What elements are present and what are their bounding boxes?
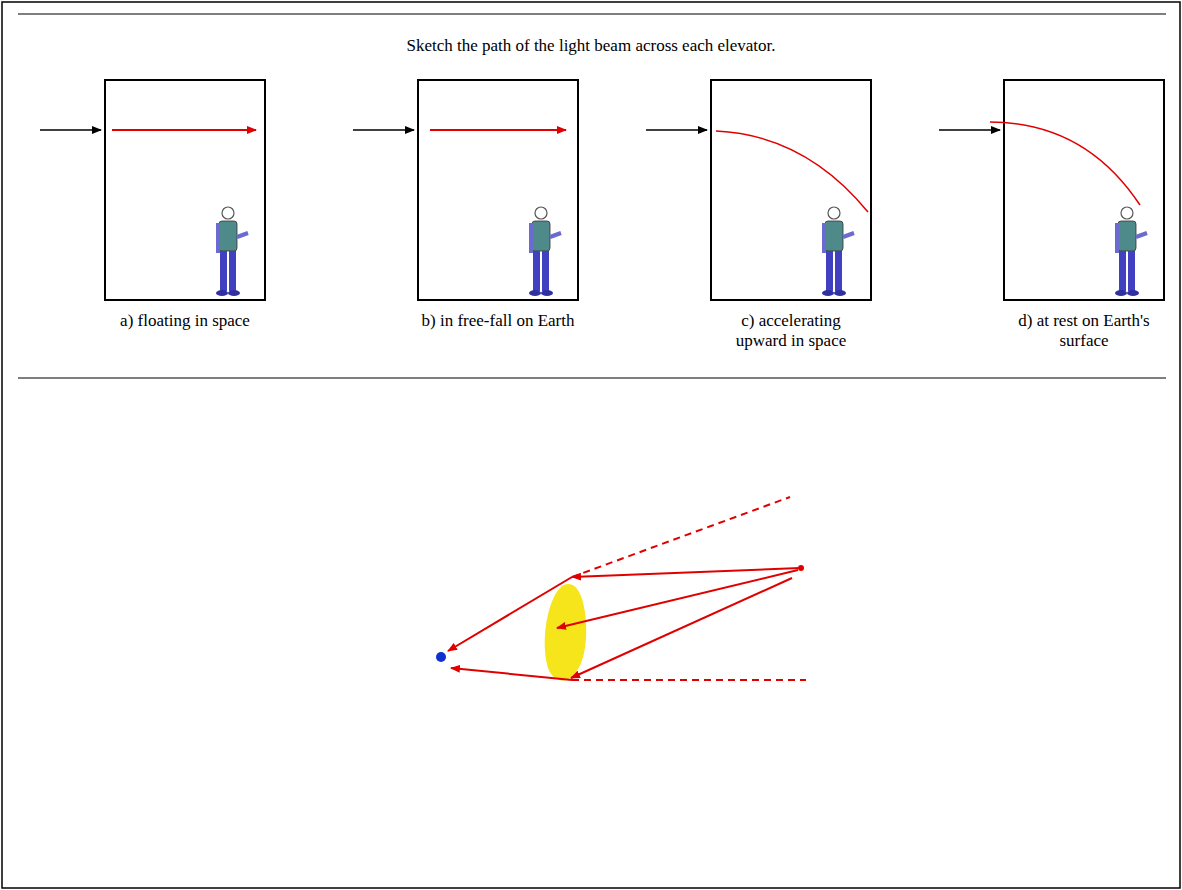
elevator-caption: d) at rest on Earth's surface (1004, 311, 1164, 351)
sketch-title: Sketch the path of the light beam across… (241, 36, 941, 56)
elevator-caption: b) in free-fall on Earth (383, 311, 613, 331)
elevator-caption: a) floating in space (70, 311, 300, 331)
elevator-caption: c) accelerating upward in space (716, 311, 866, 351)
